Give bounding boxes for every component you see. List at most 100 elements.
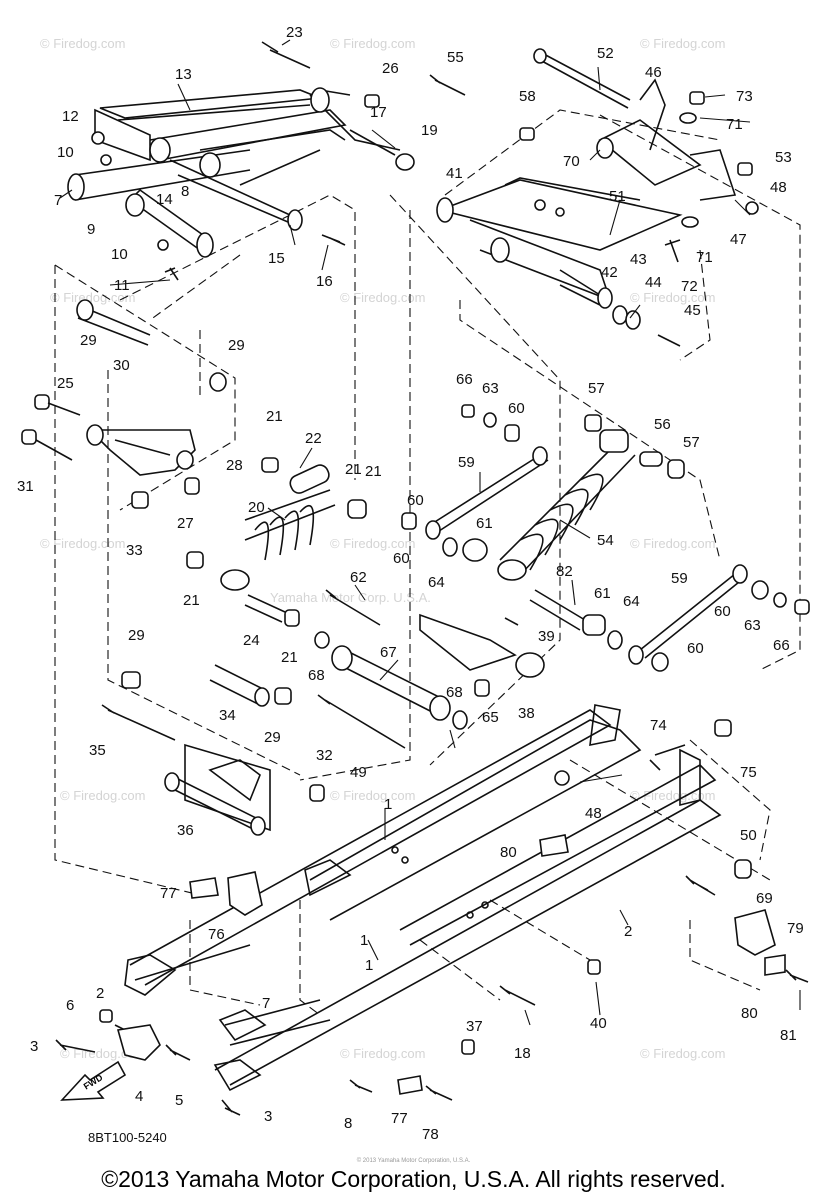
- callout-20: 20: [248, 499, 265, 516]
- callout-64: 64: [428, 574, 445, 591]
- watermark: © Firedog.com: [330, 36, 415, 51]
- callout-49: 49: [350, 764, 367, 781]
- callout-72: 72: [681, 278, 698, 295]
- callout-77: 77: [160, 885, 177, 902]
- callout-61: 61: [476, 515, 493, 532]
- callout-56: 56: [654, 416, 671, 433]
- callout-71: 71: [726, 116, 743, 133]
- callout-61: 61: [594, 585, 611, 602]
- callout-67: 67: [380, 644, 397, 661]
- left-shock-absorber: [220, 457, 367, 627]
- callout-2: 2: [624, 923, 632, 940]
- copyright-notice: ©2013 Yamaha Motor Corporation, U.S.A. A…: [101, 1166, 726, 1192]
- leader-lines: [59, 39, 801, 1026]
- callout-57: 57: [683, 434, 700, 451]
- slide-rails: [124, 704, 722, 1092]
- callout-3: 3: [264, 1108, 272, 1125]
- callout-76: 76: [208, 926, 225, 943]
- watermark: © Firedog.com: [330, 536, 415, 551]
- callout-29: 29: [264, 729, 281, 746]
- watermark-layer: © Firedog.com © Firedog.com © Firedog.co…: [40, 36, 725, 1061]
- callout-40: 40: [590, 1015, 607, 1032]
- callout-1: 1: [384, 796, 392, 813]
- watermark: © Firedog.com: [340, 290, 425, 305]
- callout-5: 5: [175, 1092, 183, 1109]
- callout-37: 37: [466, 1018, 483, 1035]
- callout-45: 45: [684, 302, 701, 319]
- callout-16: 16: [316, 273, 333, 290]
- callout-70: 70: [563, 153, 580, 170]
- watermark: © Firedog.com: [40, 536, 125, 551]
- callout-10: 10: [57, 144, 74, 161]
- callout-78: 78: [422, 1126, 439, 1143]
- callout-21: 21: [266, 408, 283, 425]
- forward-arrow-icon: FWD: [60, 1060, 127, 1101]
- assembly-guide-lines: [54, 109, 801, 1016]
- callout-82: 82: [556, 563, 573, 580]
- callout-3: 3: [30, 1038, 38, 1055]
- callout-48: 48: [770, 179, 787, 196]
- callout-25: 25: [57, 375, 74, 392]
- lower-hardware: [55, 834, 809, 1116]
- callout-14: 14: [156, 191, 173, 208]
- watermark: © Firedog.com: [330, 788, 415, 803]
- callout-21: 21: [281, 649, 298, 666]
- callout-32: 32: [316, 747, 333, 764]
- callout-80: 80: [500, 844, 517, 861]
- watermark: © Firedog.com: [640, 1046, 725, 1061]
- callout-11: 11: [114, 277, 130, 294]
- rear-axle-bracket: [164, 743, 271, 836]
- callout-60: 60: [508, 400, 525, 417]
- callout-60: 60: [687, 640, 704, 657]
- callout-8: 8: [181, 183, 189, 200]
- callout-68: 68: [446, 684, 463, 701]
- callout-57: 57: [588, 380, 605, 397]
- callout-54: 54: [597, 532, 614, 549]
- callout-71: 71: [696, 249, 713, 266]
- callout-labels: 1 1 1 2 2 3 3 4 5 6 7 7 8 8 9 10 10 11 1…: [17, 24, 804, 1143]
- callout-7: 7: [262, 995, 270, 1012]
- callout-55: 55: [447, 49, 464, 66]
- callout-63: 63: [744, 617, 761, 634]
- callout-34: 34: [219, 707, 236, 724]
- right-shock-absorber: [497, 414, 685, 631]
- watermark: © Firedog.com: [40, 36, 125, 51]
- watermark: © Firedog.com: [630, 536, 715, 551]
- callout-39: 39: [538, 628, 555, 645]
- callout-62: 62: [350, 569, 367, 586]
- callout-64: 64: [623, 593, 640, 610]
- callout-29: 29: [80, 332, 97, 349]
- callout-8: 8: [344, 1115, 352, 1132]
- callout-60: 60: [714, 603, 731, 620]
- callout-12: 12: [62, 108, 79, 125]
- callout-66: 66: [456, 371, 473, 388]
- callout-4: 4: [135, 1088, 143, 1105]
- rear-arm-assembly: [67, 41, 415, 392]
- callout-81: 81: [780, 1027, 797, 1044]
- callout-13: 13: [175, 66, 192, 83]
- watermark: © Firedog.com: [340, 1046, 425, 1061]
- watermark: © Firedog.com: [630, 290, 715, 305]
- callout-23: 23: [286, 24, 303, 41]
- callout-41: 41: [446, 165, 463, 182]
- callout-9: 9: [87, 221, 95, 238]
- callout-27: 27: [177, 515, 194, 532]
- callout-60: 60: [407, 492, 424, 509]
- callout-6: 6: [66, 997, 74, 1014]
- callout-46: 46: [645, 64, 662, 81]
- callout-18: 18: [514, 1045, 531, 1062]
- callout-43: 43: [630, 251, 647, 268]
- callout-15: 15: [268, 250, 285, 267]
- front-arm-assembly: [429, 48, 759, 347]
- callout-73: 73: [736, 88, 753, 105]
- watermark: © Firedog.com: [60, 788, 145, 803]
- callout-60: 60: [393, 550, 410, 567]
- callout-36: 36: [177, 822, 194, 839]
- callout-30: 30: [113, 357, 130, 374]
- callout-21: 21: [365, 463, 382, 480]
- callout-47: 47: [730, 231, 747, 248]
- rods-and-links: [101, 404, 810, 802]
- callout-29: 29: [228, 337, 245, 354]
- callout-74: 74: [650, 717, 667, 734]
